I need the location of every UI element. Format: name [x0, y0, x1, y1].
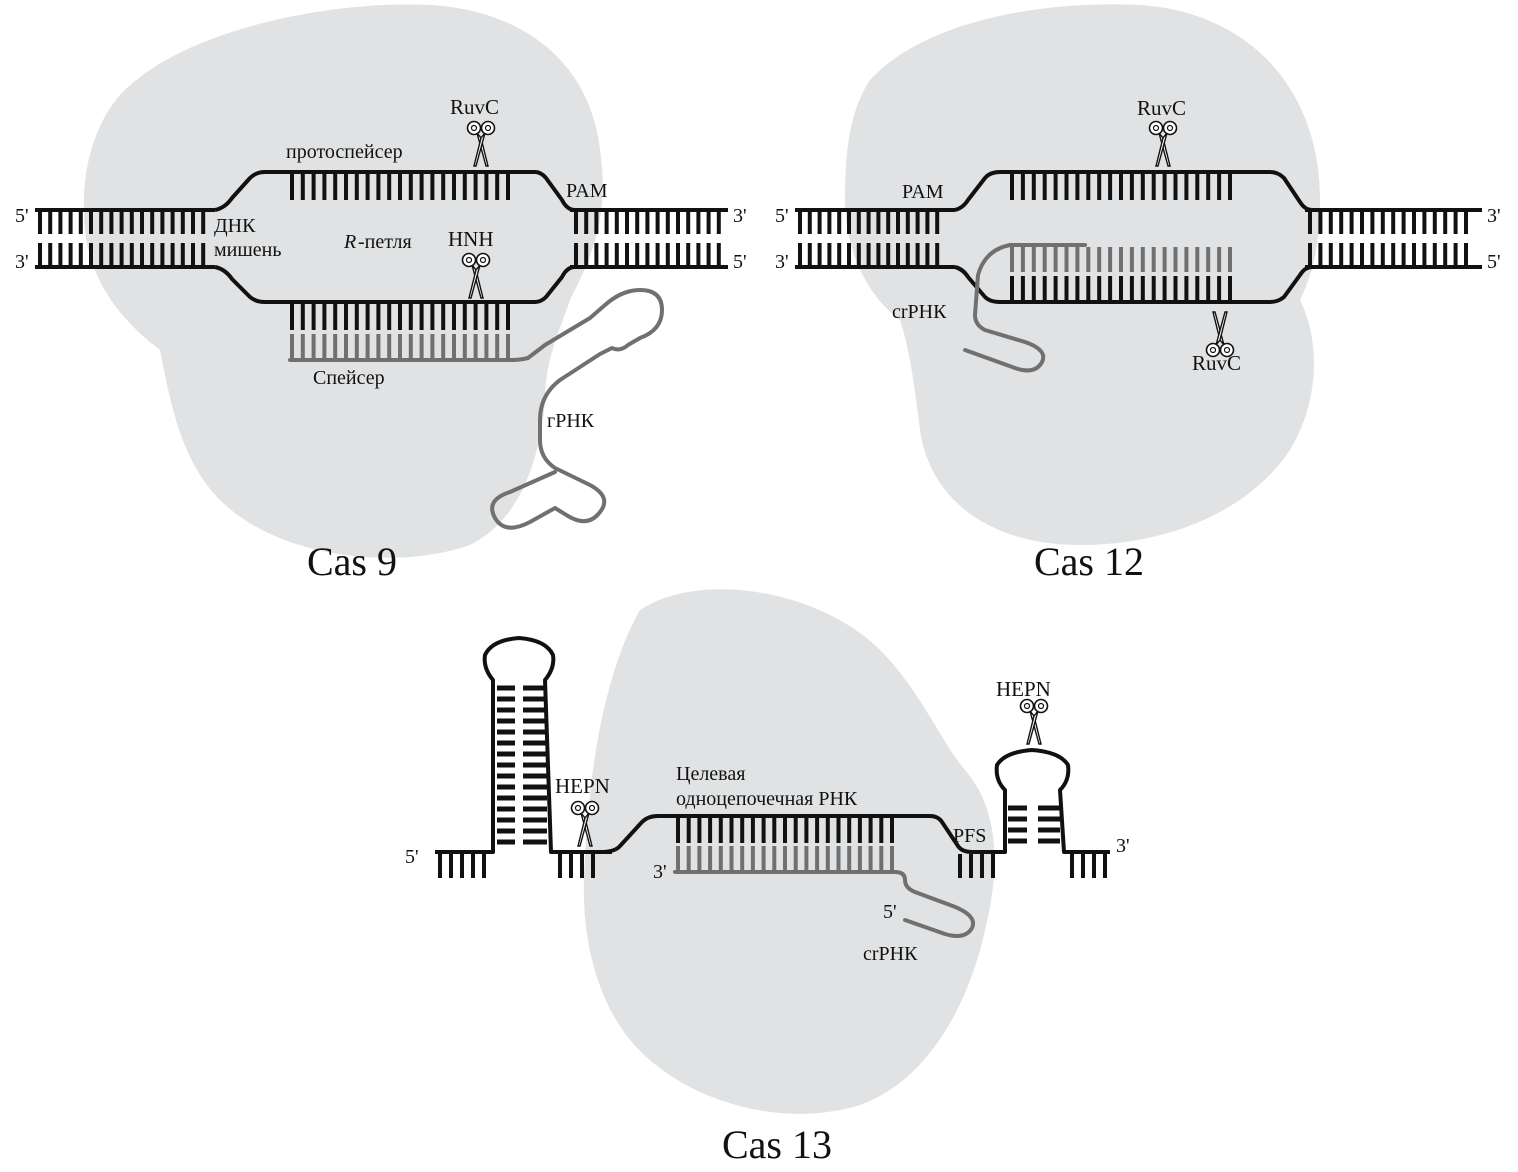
cas12-5prime-right: 5' — [1487, 251, 1501, 273]
cas12-title: Cas 12 — [1034, 539, 1144, 584]
cas13-crrna-label: crРНК — [863, 943, 918, 965]
cas9-target-strand-top — [214, 170, 576, 212]
cas9-target-rungs — [290, 304, 510, 330]
cas9-pam-label: PAM — [566, 180, 608, 202]
cas9-3prime-bottom: 3' — [15, 251, 29, 273]
cas13-title: Cas 13 — [722, 1122, 832, 1167]
cas13-crrna-rungs — [676, 846, 894, 870]
cas13-target-label-1: Целевая — [676, 763, 745, 785]
cas13-protein — [583, 589, 995, 1114]
cas12-crrna-rungs — [1010, 247, 1232, 272]
cas9-grna-strand — [288, 288, 664, 530]
cas12-3prime-bottom: 3' — [775, 251, 789, 273]
cas9-dna-right-duplex — [570, 208, 728, 269]
cas12-target-strand — [954, 265, 1313, 304]
cas13-target-rungs — [676, 818, 894, 843]
cas12-nontarget-rungs — [1010, 174, 1232, 200]
cas9-dna-left-duplex — [35, 208, 215, 269]
cas13-left-stem-rungs — [497, 685, 547, 845]
cas13-left-tail-rungs — [438, 854, 595, 878]
cas13-5prime-left: 5' — [405, 846, 419, 868]
cas13-crrna-strand — [673, 870, 975, 938]
cas9-3prime-right: 3' — [733, 205, 747, 227]
cas9-rloop-label: -петля — [358, 231, 412, 253]
cas9-panel: 5' 3' 3' 5' ДНК мишень протоспейсер R -п… — [15, 4, 747, 584]
cas12-nontarget-strand — [954, 170, 1313, 212]
cas12-5prime-top: 5' — [775, 205, 789, 227]
scissors-icon-hepn-right — [1019, 698, 1049, 745]
cas13-right-stem-rungs — [1008, 805, 1060, 844]
cas12-dna-right-duplex — [1305, 208, 1482, 269]
cas12-ruvc-bottom-label: RuvC — [1192, 351, 1241, 375]
cas12-protein — [845, 4, 1320, 545]
cas12-panel: 5' 3' 3' 5' PAM RuvC RuvC crРНК Cas 12 — [775, 4, 1501, 584]
cas12-target-rungs — [1010, 276, 1232, 300]
cas13-crrna-3prime: 3' — [653, 861, 667, 883]
cas9-protospacer-rungs — [290, 174, 510, 200]
cas13-crrna-5prime: 5' — [883, 901, 897, 923]
cas13-right-tail-rungs — [958, 854, 1107, 878]
cas9-protein — [83, 4, 603, 558]
cas13-rna-left-hairpin — [435, 636, 612, 854]
cas13-hepn-right-label: HEPN — [996, 677, 1051, 701]
cas12-pam-label: PAM — [902, 181, 944, 203]
cas9-grna-label: гРНК — [547, 410, 595, 432]
cas9-spacer-rungs — [290, 334, 510, 358]
cas9-spacer-label: Спейсер — [313, 367, 385, 389]
cas13-3prime-right: 3' — [1116, 835, 1130, 857]
cas12-crrna-strand — [963, 243, 1087, 373]
cas12-crrna-label: crРНК — [892, 301, 947, 323]
cas13-hepn-left-label: HEPN — [555, 774, 610, 798]
cas9-target-dna-label: ДНК — [214, 215, 256, 237]
cas13-target-label-2: одноцепочечная РНК — [676, 788, 858, 810]
cas9-ruvc-label: RuvC — [450, 95, 499, 119]
cas12-3prime-right: 3' — [1487, 205, 1501, 227]
cas9-target-strand-bottom — [214, 265, 576, 304]
cas9-rloop-italic: R — [343, 231, 356, 253]
cas13-pfs-label: PFS — [953, 825, 986, 847]
cas9-hnh-label: HNH — [448, 227, 494, 251]
cas9-title: Cas 9 — [307, 539, 397, 584]
cas12-ruvc-top-label: RuvC — [1137, 96, 1186, 120]
cas13-panel: 5' 3' HEPN HEPN Целевая одноцепочечная Р… — [405, 589, 1130, 1167]
cas9-5prime-right: 5' — [733, 251, 747, 273]
cas9-protospacer-label: протоспейсер — [286, 141, 403, 163]
cas13-target-rna — [599, 748, 1110, 854]
cas9-target-dna-label-2: мишень — [214, 239, 281, 261]
cas12-dna-left-duplex — [795, 208, 955, 269]
cas9-5prime-top: 5' — [15, 205, 29, 227]
